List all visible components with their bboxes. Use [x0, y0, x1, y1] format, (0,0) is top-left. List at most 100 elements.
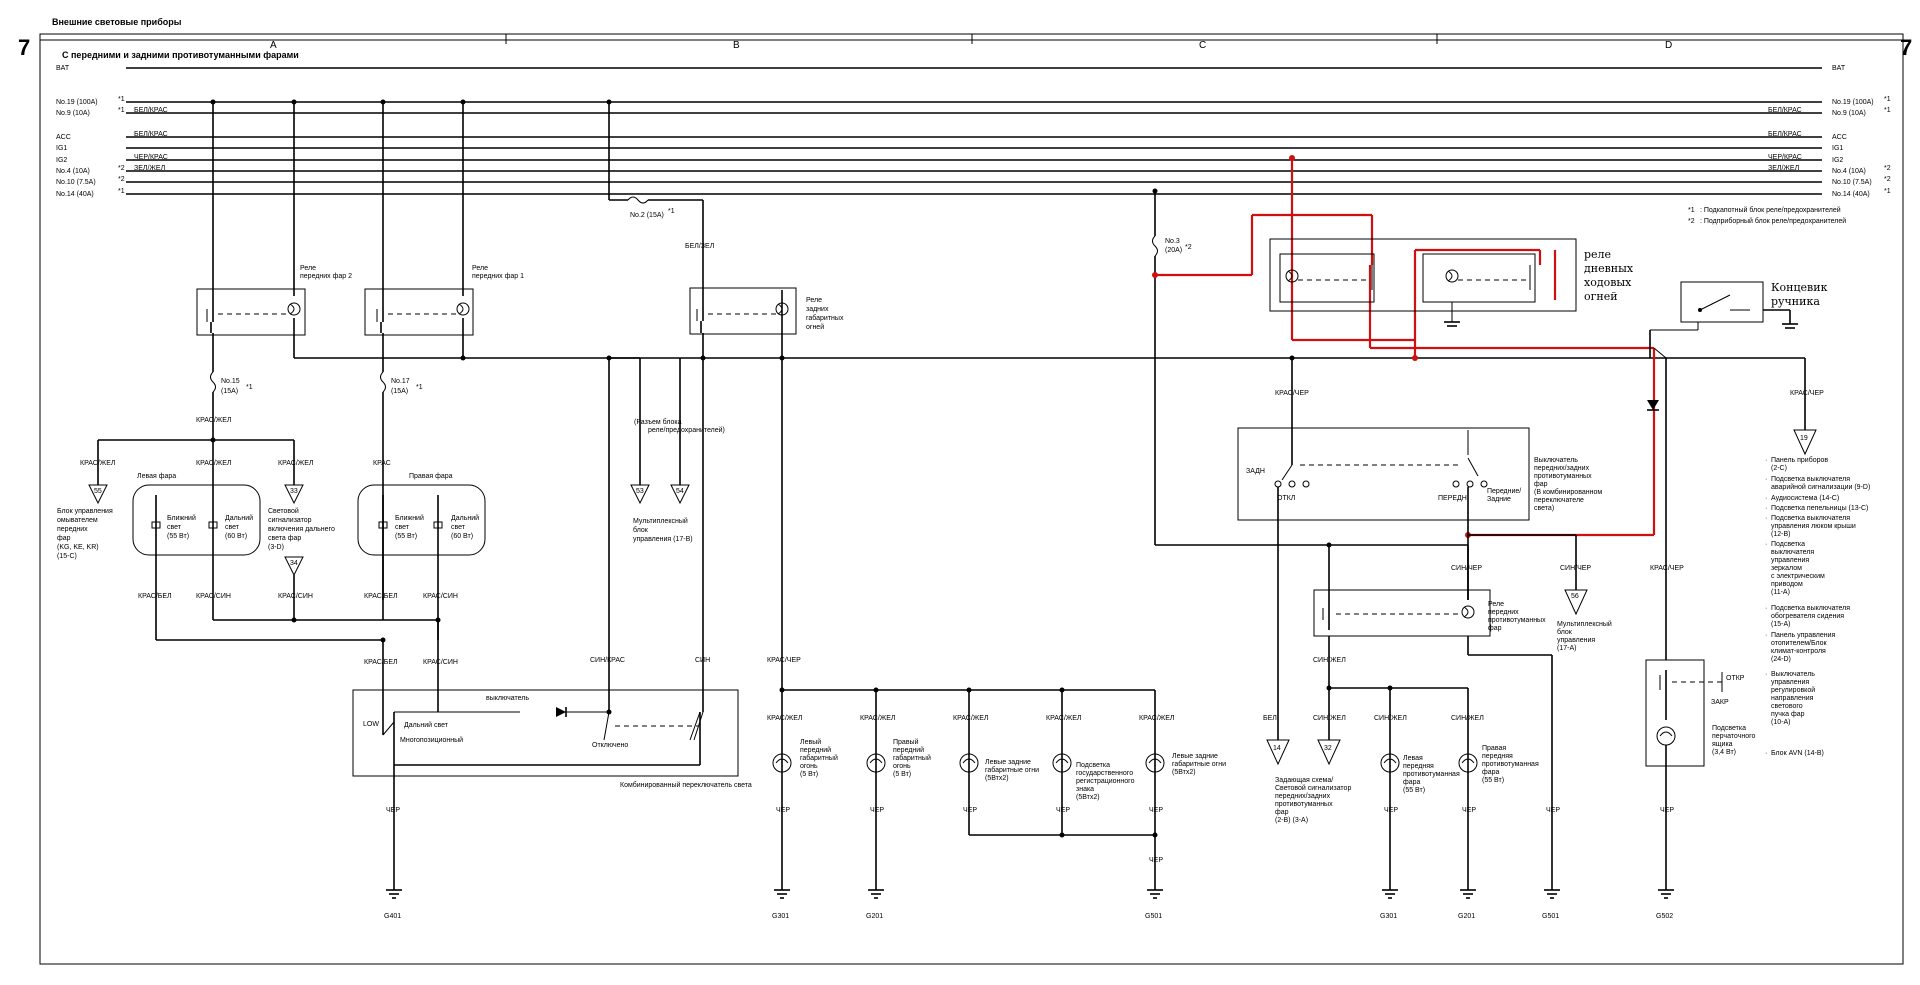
list-item: (10-A): [1771, 719, 1790, 726]
diagram-label: (5Втх2): [1076, 794, 1100, 801]
wire-label: КРАС: [373, 460, 391, 467]
diagram-label: Левые задние: [985, 759, 1031, 766]
wire-segment: [456, 302, 470, 316]
ref-56: 56: [1571, 593, 1579, 600]
wire-label: КРАС/ЖЕЛ: [80, 460, 116, 467]
diagram-label: (5Втх2): [1172, 769, 1196, 776]
diagram-label: КРАС/ЖЕЛ: [1139, 715, 1175, 722]
bus-left-note: *1: [118, 107, 125, 114]
wire-segment: [603, 711, 610, 741]
ground-g301-b: G301: [772, 889, 790, 920]
bus-right-note: *2: [1884, 176, 1891, 183]
diagram-label: БЕЛ/ЗЕЛ: [685, 243, 715, 250]
note-2-mark: *2: [1688, 218, 1695, 225]
diagram-label: Дальний: [225, 514, 253, 522]
wire-segment: [1463, 606, 1469, 618]
wire-segment: [1480, 480, 1488, 488]
diagram-label: G501: [1542, 913, 1559, 920]
diagram-label: (15-C): [57, 553, 77, 560]
fuse-15-note: *1: [246, 384, 253, 391]
list-item: пучка фар: [1771, 711, 1805, 718]
diagram-label: Дальний: [451, 514, 479, 522]
diagram-label: КРАС/ЖЕЛ: [1046, 715, 1082, 722]
left-fog-lamp: Левая передняя противотуманная фара (55 …: [1380, 753, 1460, 794]
lamp-left-rear-clearance: Левые задние габаритные огни (5Втх2): [959, 753, 1039, 782]
list-item: Подсветка пепельницы (13-C): [1771, 505, 1868, 512]
ref-triangle-33: [284, 484, 304, 505]
wire-segment: [210, 99, 216, 105]
wire-segment: [433, 521, 443, 529]
list-bullet: ·: [1765, 476, 1767, 483]
diagram-label: фар: [1275, 809, 1289, 816]
wire-segment: [1059, 832, 1065, 838]
diagram-label: КРАС/СИН: [423, 659, 458, 666]
page-title: Внешние световые приборы: [52, 17, 182, 27]
diagram-label: Реле: [806, 297, 822, 304]
bus-right-name: No.9 (10A): [1832, 110, 1866, 117]
diagram-label: блок: [1557, 628, 1573, 636]
ground-g501-c: G501: [1145, 889, 1163, 920]
wire-segment: [1656, 726, 1676, 746]
ref-14: 14: [1273, 745, 1281, 752]
diagram-label: КРАС/ЧЕР: [1790, 390, 1824, 397]
wire-segment: [693, 711, 704, 741]
list-item: (12-B): [1771, 531, 1790, 538]
bus-left-name: No.4 (10A): [56, 168, 90, 175]
ref-19: 19: [1800, 435, 1808, 442]
lamp-license-plate: Подсветка государственного регистрационн…: [1052, 753, 1135, 801]
diode-icon: [556, 707, 566, 717]
bus-left-note: *2: [118, 176, 125, 183]
diagram-label: G501: [1145, 913, 1162, 920]
fuse-17-rating: (15A): [391, 388, 408, 395]
ref-triangle-34: [284, 556, 304, 577]
fog-switch-title: Выключатель передних/задних противотуман…: [1534, 457, 1602, 512]
diagram-label: ходовых: [1584, 276, 1632, 289]
bus-right-name: No.10 (7.5A): [1832, 179, 1872, 186]
diagram-label: перчаточного: [1712, 733, 1755, 740]
bus-right-wire: БЕЛ/КРАС: [1768, 107, 1802, 114]
drl-relay-wiring: [1152, 155, 1656, 538]
wire-segment: [689, 711, 701, 741]
diagram-label: противотуманных: [1275, 801, 1333, 808]
wire-segment: [1458, 753, 1478, 773]
diagram-label: (2-B) (3-A): [1275, 817, 1308, 824]
wire-label: КРАС/ЖЕЛ: [196, 417, 232, 424]
headlight-relay-2: [196, 288, 306, 336]
diagram-label: СИН/КРАС: [590, 657, 625, 664]
diagram-label: включения дальнего: [268, 526, 335, 533]
diagram-label: переключателе: [1534, 497, 1584, 504]
diagram-label: Правая: [1482, 745, 1506, 752]
diagram-label: КРАС/ЖЕЛ: [767, 715, 803, 722]
diagram-label: КРАС/СИН: [278, 593, 313, 600]
right-connection-list: ·Панель приборов(2-C)·Подсветка выключат…: [1765, 456, 1870, 757]
list-item: Подсветка выключателя: [1771, 476, 1850, 483]
right-fog-lamp: Правая передняя противотуманная фара (55…: [1458, 745, 1539, 784]
diagram-label: Подсветка: [1076, 762, 1110, 769]
diagram-label: Задающая схема/: [1275, 777, 1333, 784]
diagram-label: КРАС/ЧЕР: [767, 657, 801, 664]
diagram-label: (5 Вт): [800, 771, 818, 778]
diagram-label: выключатель: [486, 695, 529, 702]
diagram-label: управления: [1557, 637, 1595, 644]
diagram-label: Выключатель: [1534, 457, 1578, 464]
diagram-label: СИН/ЖЕЛ: [1451, 715, 1484, 722]
bus-left-wire: ЗЕЛ/ЖЕЛ: [134, 165, 166, 172]
bus-right-name: BAT: [1832, 65, 1846, 72]
diode-icon-d: [1647, 400, 1659, 410]
wire-segment: [630, 484, 650, 505]
diagram-label: света фар: [268, 535, 301, 542]
diagram-label: реле: [1584, 248, 1611, 261]
list-item: регулировкой: [1771, 686, 1815, 694]
diagram-label: знака: [1076, 786, 1094, 793]
wire-segment: [1152, 832, 1158, 838]
wire-segment: [1564, 589, 1588, 616]
diagram-label: реле/предохранителей): [648, 426, 725, 434]
note-1-text: : Подкапотный блок реле/предохранителей: [1700, 206, 1841, 214]
note-2-text: : Подприборный блок реле/предохранителей: [1700, 217, 1846, 225]
ground-g201-b: G201: [866, 889, 884, 920]
list-bullet: ·: [1765, 541, 1767, 548]
relay-hl1-label-2: передних фар 1: [472, 273, 524, 280]
diagram-label: No.3: [1165, 238, 1180, 245]
